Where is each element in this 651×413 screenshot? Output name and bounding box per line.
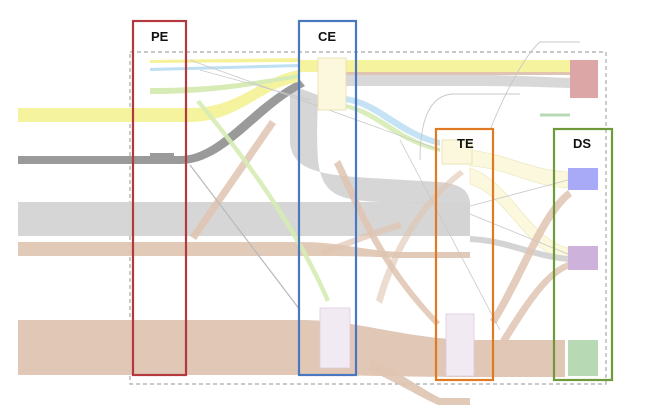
flow-gray-ce-to-te bbox=[290, 85, 470, 236]
node-ds-pink bbox=[570, 60, 598, 98]
group-box-pe bbox=[131, 19, 188, 377]
flow-tan-diagonal-1 bbox=[190, 120, 276, 240]
flow-yellow-left bbox=[18, 70, 300, 122]
node-pe-gray bbox=[150, 153, 174, 163]
node-ds-blue bbox=[568, 168, 598, 190]
flow-thin-line-2 bbox=[189, 59, 441, 151]
group-box-ds bbox=[552, 127, 614, 382]
flow-tan-diagonal-4 bbox=[490, 190, 572, 324]
group-box-ce bbox=[297, 19, 358, 377]
flow-gray-te-ds-purple bbox=[470, 236, 568, 262]
flow-gray-main bbox=[18, 202, 470, 236]
node-ds-green bbox=[568, 340, 598, 376]
flow-lightgreen-top bbox=[150, 74, 300, 94]
group-label-pe: PE bbox=[151, 29, 169, 44]
flow-tan-diagonal-6 bbox=[376, 170, 464, 304]
flow-lightgreen-ce-te bbox=[345, 104, 440, 152]
node-te-top bbox=[441, 139, 473, 165]
flow-thin-line-1 bbox=[189, 164, 301, 311]
flow-tan-branch-lower bbox=[368, 360, 470, 405]
node-ce-bottom bbox=[319, 307, 351, 369]
group-label-ds: DS bbox=[573, 136, 592, 151]
flow-lightblue-ce-te bbox=[345, 96, 440, 146]
flow-yellow-thin-pe bbox=[150, 58, 300, 63]
flow-thin-line-3 bbox=[419, 93, 520, 161]
flow-thin-line-5 bbox=[469, 179, 569, 207]
flow-tan-diagonal-2 bbox=[334, 160, 440, 326]
flow-tan-top-right bbox=[345, 72, 570, 75]
flow-tan-large bbox=[18, 320, 565, 377]
group-box-te bbox=[434, 127, 495, 382]
flow-tan-diagonal-5 bbox=[500, 262, 570, 344]
flow-gray-top-right bbox=[345, 74, 570, 88]
flow-thin-line-4 bbox=[489, 41, 580, 131]
flow-thin-line-8 bbox=[199, 69, 311, 101]
node-ce-top bbox=[317, 57, 347, 111]
node-te-bottom bbox=[445, 313, 475, 377]
flow-lightblue-top bbox=[150, 64, 300, 71]
group-label-te: TE bbox=[457, 136, 474, 151]
node-ds-purple bbox=[568, 246, 598, 270]
flow-yellow-top bbox=[300, 60, 570, 72]
flow-darkgray-left bbox=[18, 80, 305, 164]
flow-thin-line-6 bbox=[469, 213, 569, 255]
flow-thin-line-7 bbox=[399, 139, 501, 331]
group-label-ce: CE bbox=[318, 29, 337, 44]
flow-tan-diagonal-3 bbox=[320, 222, 402, 256]
